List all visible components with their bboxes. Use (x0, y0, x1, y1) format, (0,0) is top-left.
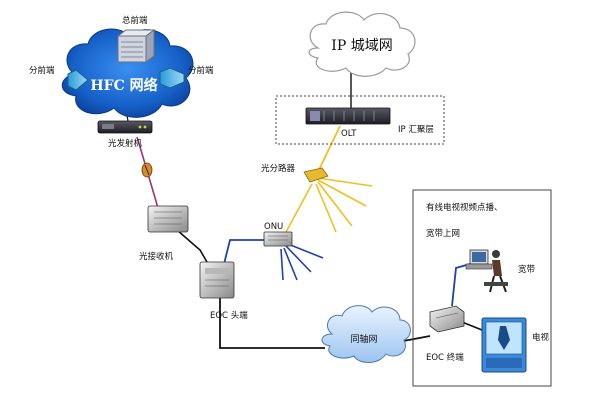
olt-device (305, 107, 391, 125)
sub-head-end-right (159, 67, 185, 89)
optical-transmitter (97, 120, 153, 134)
link-terminal-pc (451, 263, 471, 307)
optical-transmitter-label: 光发射机 (108, 138, 143, 149)
hfc-cloud-label: HFC 网络 (90, 77, 157, 94)
ip-metro-cloud: IP 城域网 (308, 11, 416, 77)
coax-link-terminal-tv (461, 321, 483, 331)
broadband-label: 宽带 (518, 264, 536, 275)
user-service-line1: 有线电视视频点播、 (426, 202, 503, 213)
ip-aggregation-frame (275, 95, 445, 145)
tv-set (481, 317, 527, 373)
olt-device-icon (305, 107, 391, 125)
eoc-head-label: EOC 头端 (210, 310, 248, 321)
sub-head-end-left (67, 69, 89, 91)
amplifier-icon (159, 67, 185, 89)
coax-cloud-label: 同轴网 (350, 333, 377, 345)
fiber-link-olt-splitter (315, 125, 341, 177)
sub-head-end-left-label: 分前端 (29, 65, 55, 76)
optical-receiver-icon (147, 205, 189, 233)
user-service-line2: 宽带上网 (426, 228, 460, 239)
onu-device-icon (263, 231, 293, 247)
fiber-connector (141, 162, 153, 178)
onu-drop-2 (285, 245, 312, 273)
fiber-fanout-3 (317, 181, 353, 227)
eoc-terminal-device (429, 305, 465, 333)
fiber-link-splitter-onu (285, 183, 313, 233)
onu-label: ONU (264, 222, 283, 232)
eoc-terminal-icon (429, 305, 465, 333)
optical-splitter-label: 光分路器 (261, 163, 296, 174)
sub-head-end-right-label: 分前端 (188, 65, 214, 76)
optical-receiver-label: 光接收机 (139, 251, 174, 262)
ip-aggregation-label: IP 汇聚层 (398, 125, 434, 135)
onu-device (263, 231, 293, 247)
onu-drop-4 (280, 248, 284, 281)
ip-cloud-label: IP 城域网 (331, 38, 392, 54)
fiber-fanout-1 (317, 177, 373, 187)
fiber-fanout-2 (317, 179, 367, 207)
eoc-head-device (199, 261, 235, 299)
onu-link-eoc-head (223, 239, 266, 265)
coax-link-eoc-head-coax (219, 298, 325, 349)
coax-cloud-shape (321, 305, 411, 363)
olt-label: OLT (341, 129, 357, 139)
fiber-fanout-4 (315, 183, 337, 233)
coax-network-cloud: 同轴网 (321, 305, 411, 363)
head-end-server (116, 29, 156, 63)
tv-label: 电视 (532, 332, 550, 343)
links (125, 66, 483, 349)
eoc-terminal-label: EOC 终端 (426, 352, 464, 363)
onu-drop-3 (283, 247, 298, 281)
onu-drop-1 (287, 243, 324, 259)
head-end-label: 总前端 (122, 15, 148, 26)
coax-link-receiver-eoc-head (176, 229, 208, 263)
amplifier-icon (67, 69, 89, 91)
ip-cloud-shape (308, 11, 416, 77)
hfc-network-cloud: HFC 网络 (61, 28, 194, 118)
person-icon (492, 250, 500, 258)
optical-splitter (303, 167, 329, 183)
optical-splitter-icon (303, 167, 329, 183)
head-end-server-icon (117, 35, 147, 63)
optical-receiver (147, 205, 189, 233)
user-premises-frame (412, 189, 552, 387)
pc-user (465, 249, 508, 293)
hfc-cloud-shape (61, 28, 194, 118)
